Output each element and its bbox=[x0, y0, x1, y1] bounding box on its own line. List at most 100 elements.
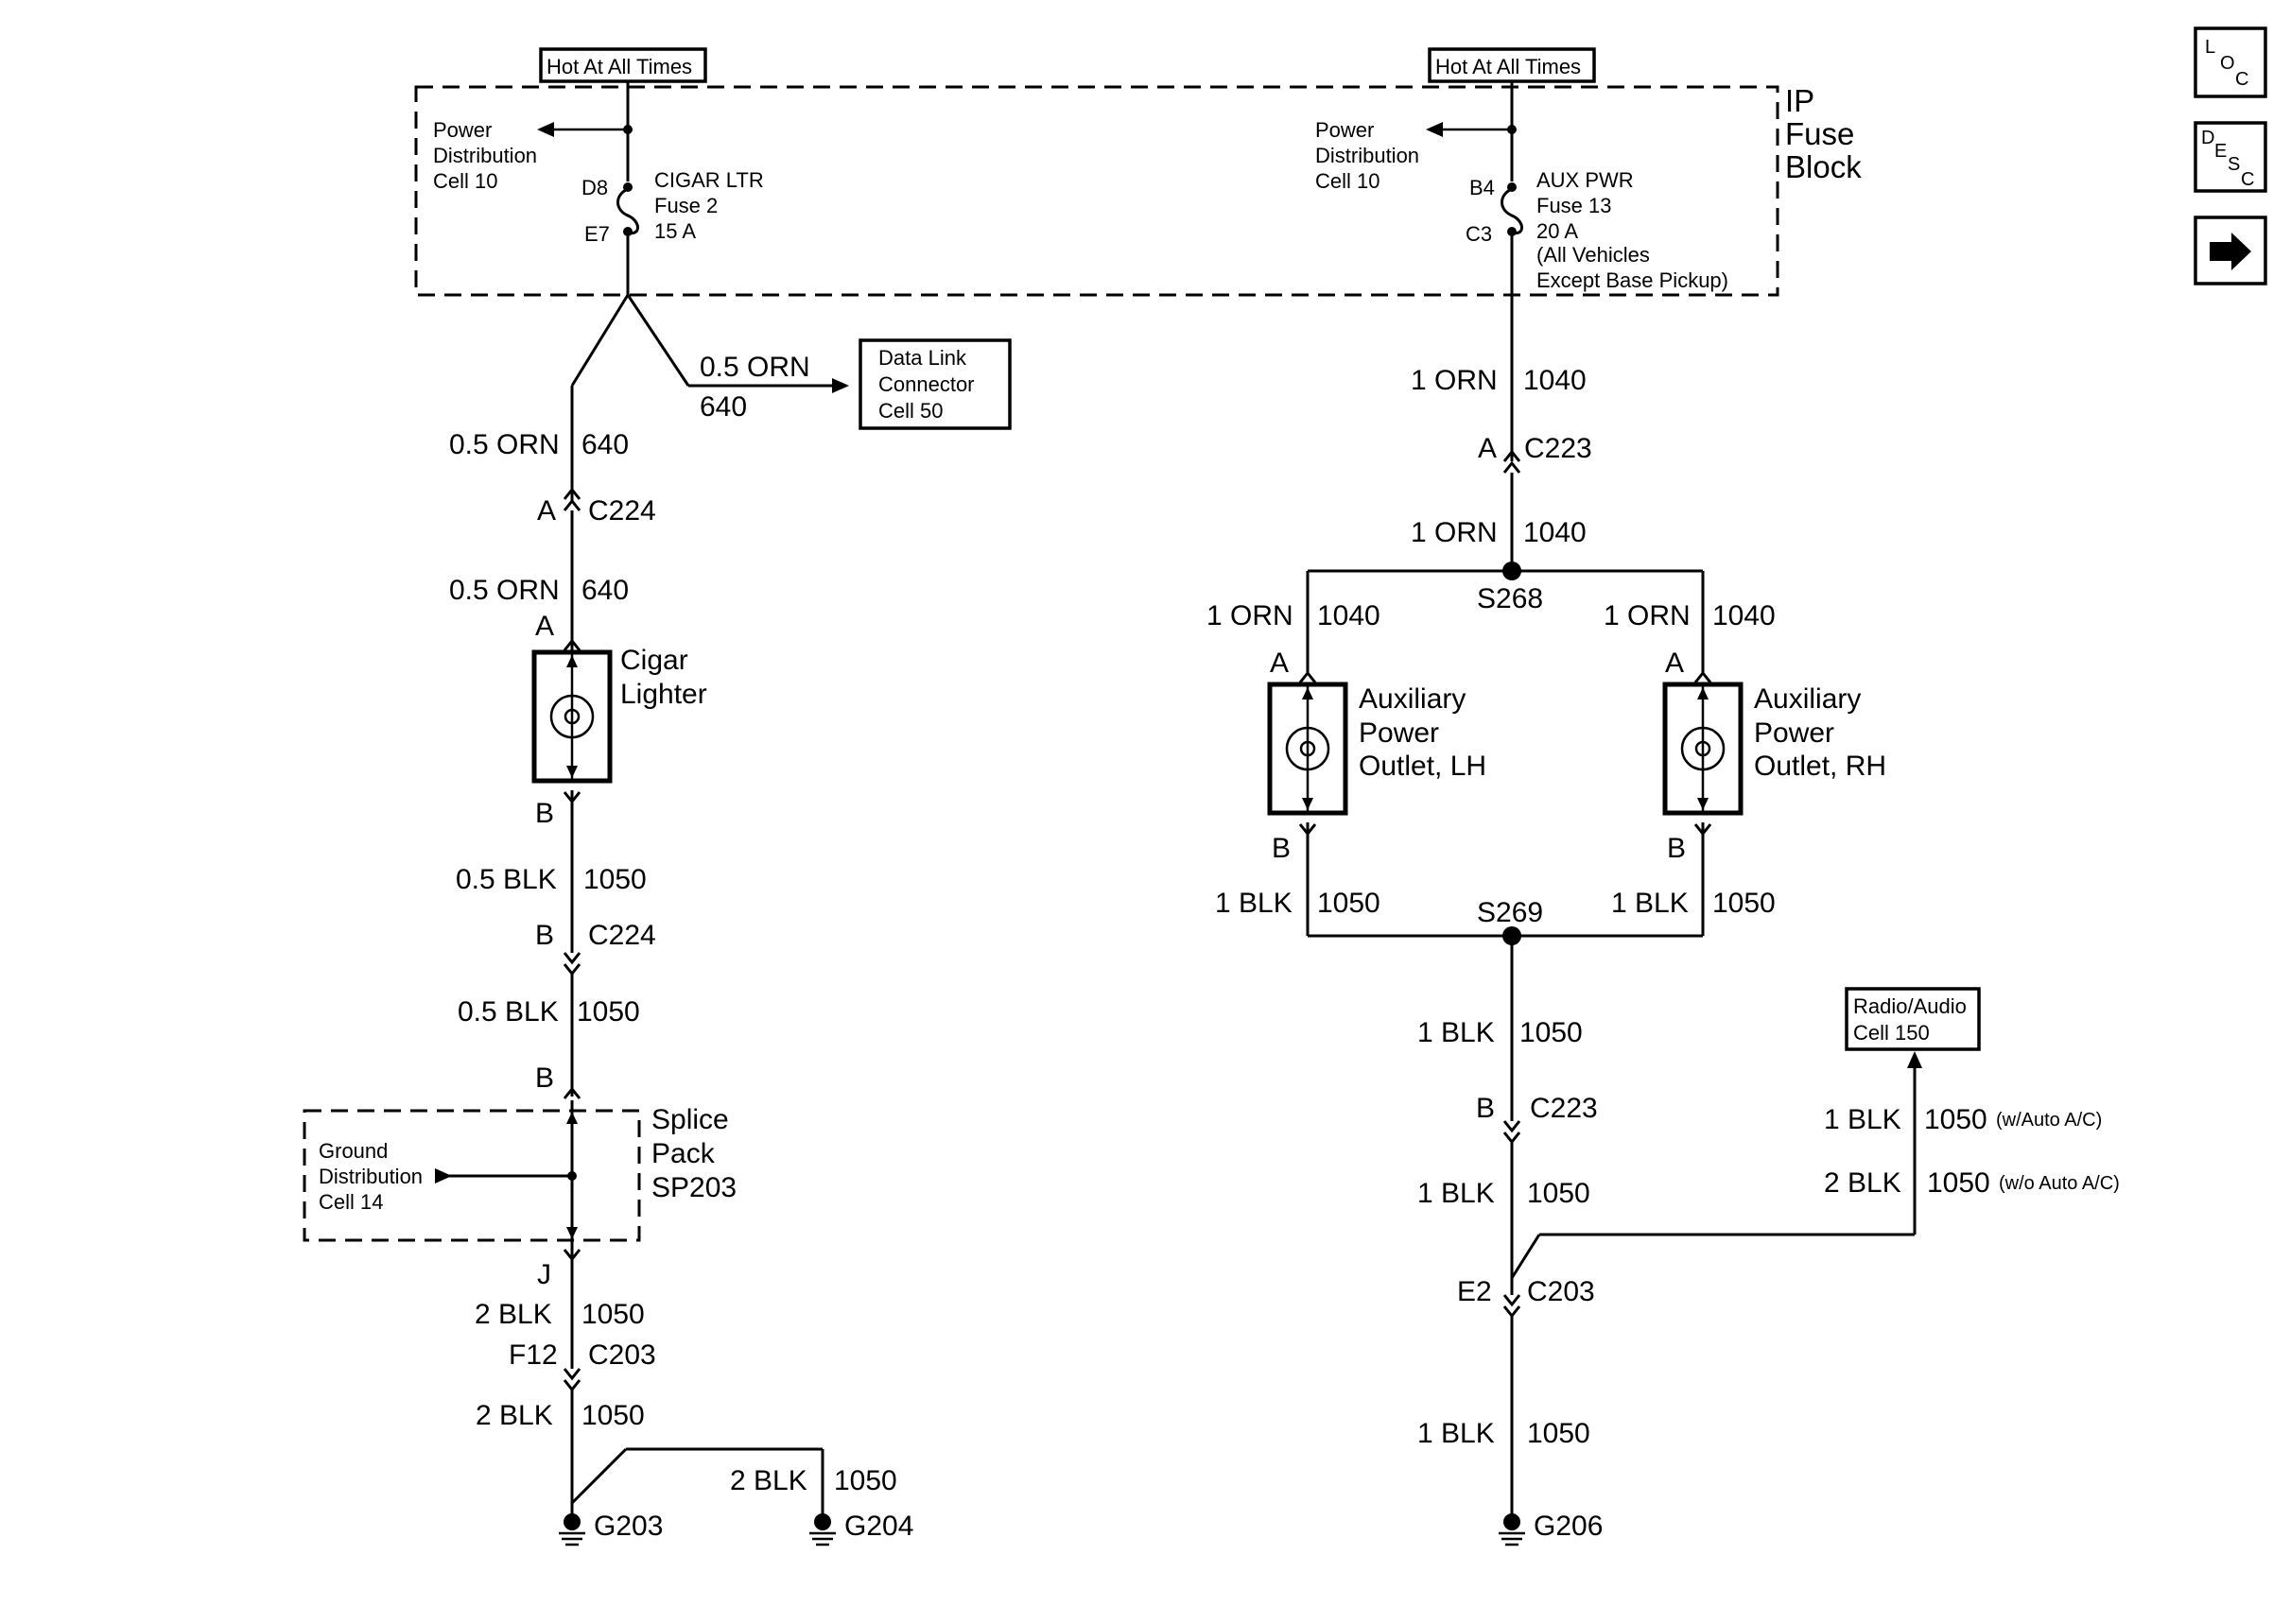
cigar-lighter bbox=[531, 649, 613, 784]
svg-text:1050: 1050 bbox=[581, 1299, 645, 1330]
svg-text:Outlet, RH: Outlet, RH bbox=[1754, 751, 1886, 782]
svg-text:1 BLK: 1 BLK bbox=[1215, 888, 1293, 919]
radio-audio-box: Radio/Audio Cell 150 bbox=[1845, 987, 1981, 1051]
ip-fuse-block-label: Block bbox=[1785, 149, 1862, 184]
svg-text:B: B bbox=[1667, 833, 1686, 864]
svg-text:0.5 ORN: 0.5 ORN bbox=[449, 429, 560, 460]
ip-fuse-block-outline bbox=[414, 85, 1779, 297]
svg-text:(w/o Auto A/C): (w/o Auto A/C) bbox=[1999, 1173, 2120, 1194]
svg-text:1050: 1050 bbox=[1527, 1418, 1590, 1449]
svg-text:A: A bbox=[535, 611, 554, 642]
svg-text:640: 640 bbox=[581, 429, 629, 460]
svg-text:L: L bbox=[2205, 37, 2215, 58]
svg-text:Data Link: Data Link bbox=[878, 346, 967, 370]
connector-c224-b bbox=[563, 952, 581, 976]
svg-text:Auxiliary: Auxiliary bbox=[1359, 683, 1466, 715]
svg-text:C: C bbox=[2241, 169, 2254, 190]
svg-text:C224: C224 bbox=[588, 495, 656, 527]
svg-text:1 BLK: 1 BLK bbox=[1824, 1104, 1901, 1135]
svg-text:A: A bbox=[1270, 648, 1289, 679]
svg-text:2 BLK: 2 BLK bbox=[730, 1465, 807, 1496]
fuse-symbol-left bbox=[616, 187, 639, 235]
svg-text:B: B bbox=[535, 1063, 554, 1094]
svg-text:Hot At All Times: Hot At All Times bbox=[1435, 55, 1581, 78]
ground-g206-icon bbox=[1499, 1513, 1525, 1546]
svg-text:1 BLK: 1 BLK bbox=[1417, 1017, 1495, 1048]
svg-text:Cell 10: Cell 10 bbox=[1315, 169, 1379, 193]
svg-text:Auxiliary: Auxiliary bbox=[1754, 683, 1861, 715]
right-arrow-icon bbox=[2210, 233, 2251, 270]
svg-text:1050: 1050 bbox=[1519, 1017, 1583, 1048]
svg-text:G204: G204 bbox=[844, 1511, 913, 1542]
svg-text:B: B bbox=[1476, 1093, 1495, 1124]
svg-text:1050: 1050 bbox=[1712, 888, 1776, 919]
arrow-up-icon bbox=[1907, 1051, 1922, 1068]
svg-text:Pack: Pack bbox=[651, 1138, 716, 1169]
loc-button[interactable]: L O C bbox=[2194, 26, 2267, 98]
svg-text:C: C bbox=[2235, 69, 2248, 90]
svg-text:C224: C224 bbox=[588, 920, 656, 951]
svg-text:Power: Power bbox=[1315, 118, 1374, 142]
svg-text:Except Base Pickup): Except Base Pickup) bbox=[1536, 268, 1728, 292]
splice-pack-outline bbox=[303, 1109, 641, 1242]
svg-text:E2: E2 bbox=[1457, 1276, 1492, 1307]
svg-text:Power: Power bbox=[433, 118, 492, 142]
svg-text:AUX PWR: AUX PWR bbox=[1536, 168, 1634, 192]
fuse-symbol-right bbox=[1501, 187, 1523, 235]
svg-text:S: S bbox=[2228, 154, 2240, 175]
svg-text:1050: 1050 bbox=[1527, 1178, 1590, 1209]
svg-text:0.5 BLK: 0.5 BLK bbox=[458, 996, 559, 1028]
connector-c203-f12 bbox=[563, 1368, 581, 1392]
svg-text:1050: 1050 bbox=[1924, 1104, 1987, 1135]
svg-text:Distribution: Distribution bbox=[319, 1165, 423, 1188]
connector-c203-e2 bbox=[1502, 1294, 1521, 1319]
svg-text:O: O bbox=[2220, 53, 2235, 74]
svg-text:Lighter: Lighter bbox=[620, 679, 707, 710]
svg-text:S268: S268 bbox=[1477, 583, 1543, 614]
svg-text:0.5 ORN: 0.5 ORN bbox=[449, 575, 560, 606]
svg-text:1040: 1040 bbox=[1317, 600, 1380, 631]
svg-text:B: B bbox=[535, 798, 554, 829]
svg-text:1050: 1050 bbox=[581, 1400, 645, 1431]
svg-text:Cell 10: Cell 10 bbox=[433, 169, 497, 193]
supply-box-right: Hot At All Times bbox=[1428, 47, 1596, 83]
ground-g203-icon bbox=[559, 1513, 585, 1546]
svg-text:Cell 50: Cell 50 bbox=[878, 399, 943, 423]
svg-text:G203: G203 bbox=[594, 1511, 663, 1542]
svg-text:E7: E7 bbox=[584, 222, 610, 246]
connector-c223-a bbox=[1502, 449, 1521, 474]
svg-text:Hot At All Times: Hot At All Times bbox=[547, 55, 692, 78]
svg-text:SP203: SP203 bbox=[651, 1172, 737, 1203]
svg-text:D8: D8 bbox=[581, 176, 608, 199]
svg-text:B4: B4 bbox=[1469, 176, 1495, 199]
svg-text:B: B bbox=[535, 920, 554, 951]
svg-text:15 A: 15 A bbox=[654, 219, 696, 243]
svg-text:(All Vehicles: (All Vehicles bbox=[1536, 243, 1650, 267]
ip-fuse-block-label: IP bbox=[1785, 83, 1814, 118]
svg-text:G206: G206 bbox=[1534, 1511, 1603, 1542]
aux-power-outlet-lh bbox=[1267, 682, 1348, 816]
desc-button[interactable]: D E S C bbox=[2194, 121, 2267, 193]
connector-c223-b bbox=[1502, 1120, 1521, 1145]
svg-text:1040: 1040 bbox=[1523, 517, 1587, 548]
ip-fuse-block-label: Fuse bbox=[1785, 116, 1854, 151]
svg-text:C203: C203 bbox=[1527, 1276, 1595, 1307]
svg-text:Connector: Connector bbox=[878, 372, 975, 396]
svg-text:D: D bbox=[2201, 128, 2214, 148]
svg-text:1 ORN: 1 ORN bbox=[1411, 365, 1498, 396]
svg-text:(w/Auto A/C): (w/Auto A/C) bbox=[1996, 1110, 2102, 1131]
svg-text:Radio/Audio: Radio/Audio bbox=[1853, 994, 1967, 1018]
svg-text:A: A bbox=[1478, 433, 1497, 464]
svg-text:1050: 1050 bbox=[577, 996, 640, 1028]
next-button[interactable] bbox=[2194, 216, 2267, 285]
ground-g204-icon bbox=[809, 1513, 836, 1546]
svg-text:Fuse 2: Fuse 2 bbox=[654, 194, 718, 217]
svg-text:1050: 1050 bbox=[834, 1465, 897, 1496]
svg-text:Cigar: Cigar bbox=[620, 645, 688, 676]
svg-text:2 BLK: 2 BLK bbox=[476, 1400, 553, 1431]
svg-text:Power: Power bbox=[1359, 717, 1439, 749]
svg-text:1040: 1040 bbox=[1523, 365, 1587, 396]
arrow-right-icon bbox=[832, 378, 849, 393]
svg-text:1050: 1050 bbox=[1927, 1167, 1990, 1199]
